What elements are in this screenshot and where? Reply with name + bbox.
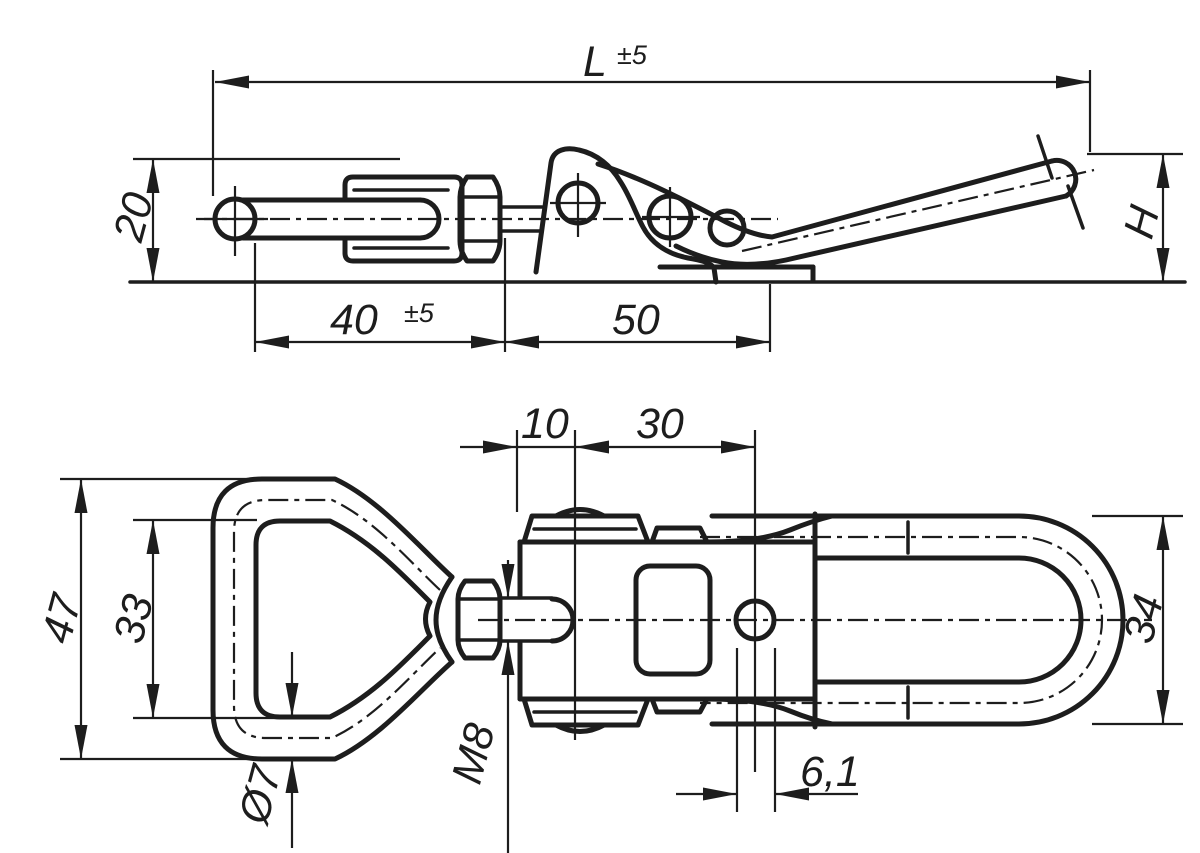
clevis-slot-lines [352,188,450,250]
dim-overall-length: L ±5 [211,38,1092,196]
pivot-block [633,563,713,677]
dim-label-40: 40 [330,296,378,344]
hook-loop-centerline [232,498,441,740]
dim-40-50: 40 ±5 50 [253,238,772,352]
rod-inner-end-cap [417,197,442,241]
plan-nut-outline [455,578,503,661]
dim-label-47: 47 [33,588,92,649]
bracket-outline [533,146,719,285]
dim-label-L: L [583,38,607,86]
lever-tip-cap [1049,157,1079,199]
dim-bail-width: 34 [1092,514,1183,726]
hook-loop-outer [210,476,455,762]
hook-loop-inner [253,518,433,720]
dim-label-50: 50 [612,296,660,344]
rivet-top [553,507,607,519]
side-view: L ±5 20 H 40 [104,38,1187,352]
rivet-bottom [553,722,607,734]
tab-bottom-small [649,696,710,715]
tab-top-small [649,525,710,545]
hook-boss [433,574,455,665]
dim-10-30: 10 30 [460,400,757,772]
lever-top-edge [595,158,1055,240]
bail-centerline [700,535,1104,705]
dim-label-40-tol: ±5 [404,298,435,328]
bail-outer [709,513,1126,727]
dim-label-H: H [1115,200,1170,243]
dim-label-20: 20 [104,188,163,248]
dim-loop-inner-width: 33 [105,518,291,720]
nut-outline [457,174,503,264]
dim-label-6-1: 6,1 [800,748,860,796]
lever-tip-tick-1 [1036,134,1054,180]
dim-label-30: 30 [636,400,684,448]
plate-sweep-top [704,513,835,545]
dim-height-H: H [1087,152,1183,282]
dim-label-dia7: Ø7 [229,759,291,831]
bail-inner [813,555,1084,685]
dim-label-10: 10 [521,400,569,448]
dim-label-L-tol: ±5 [617,40,648,70]
plan-stud-end-cap [549,596,576,644]
tab-top-large [521,513,651,545]
tab-bottom-large [521,696,651,728]
dim-loop-outer-width: 47 [33,477,296,761]
dim-wire-diameter: Ø7 [229,652,299,848]
dim-thread: M8 [443,560,515,853]
dim-hole-diameter: 6,1 [676,648,860,812]
plan-view: 10 30 47 33 34 [33,400,1183,853]
lever-bottom-edge [673,193,1069,267]
dim-label-M8: M8 [443,718,505,788]
dim-label-33: 33 [105,590,164,649]
dim-rod-height: 20 [104,157,400,282]
lever-centerline [741,168,1095,253]
plate-sweep-bottom [704,696,835,727]
